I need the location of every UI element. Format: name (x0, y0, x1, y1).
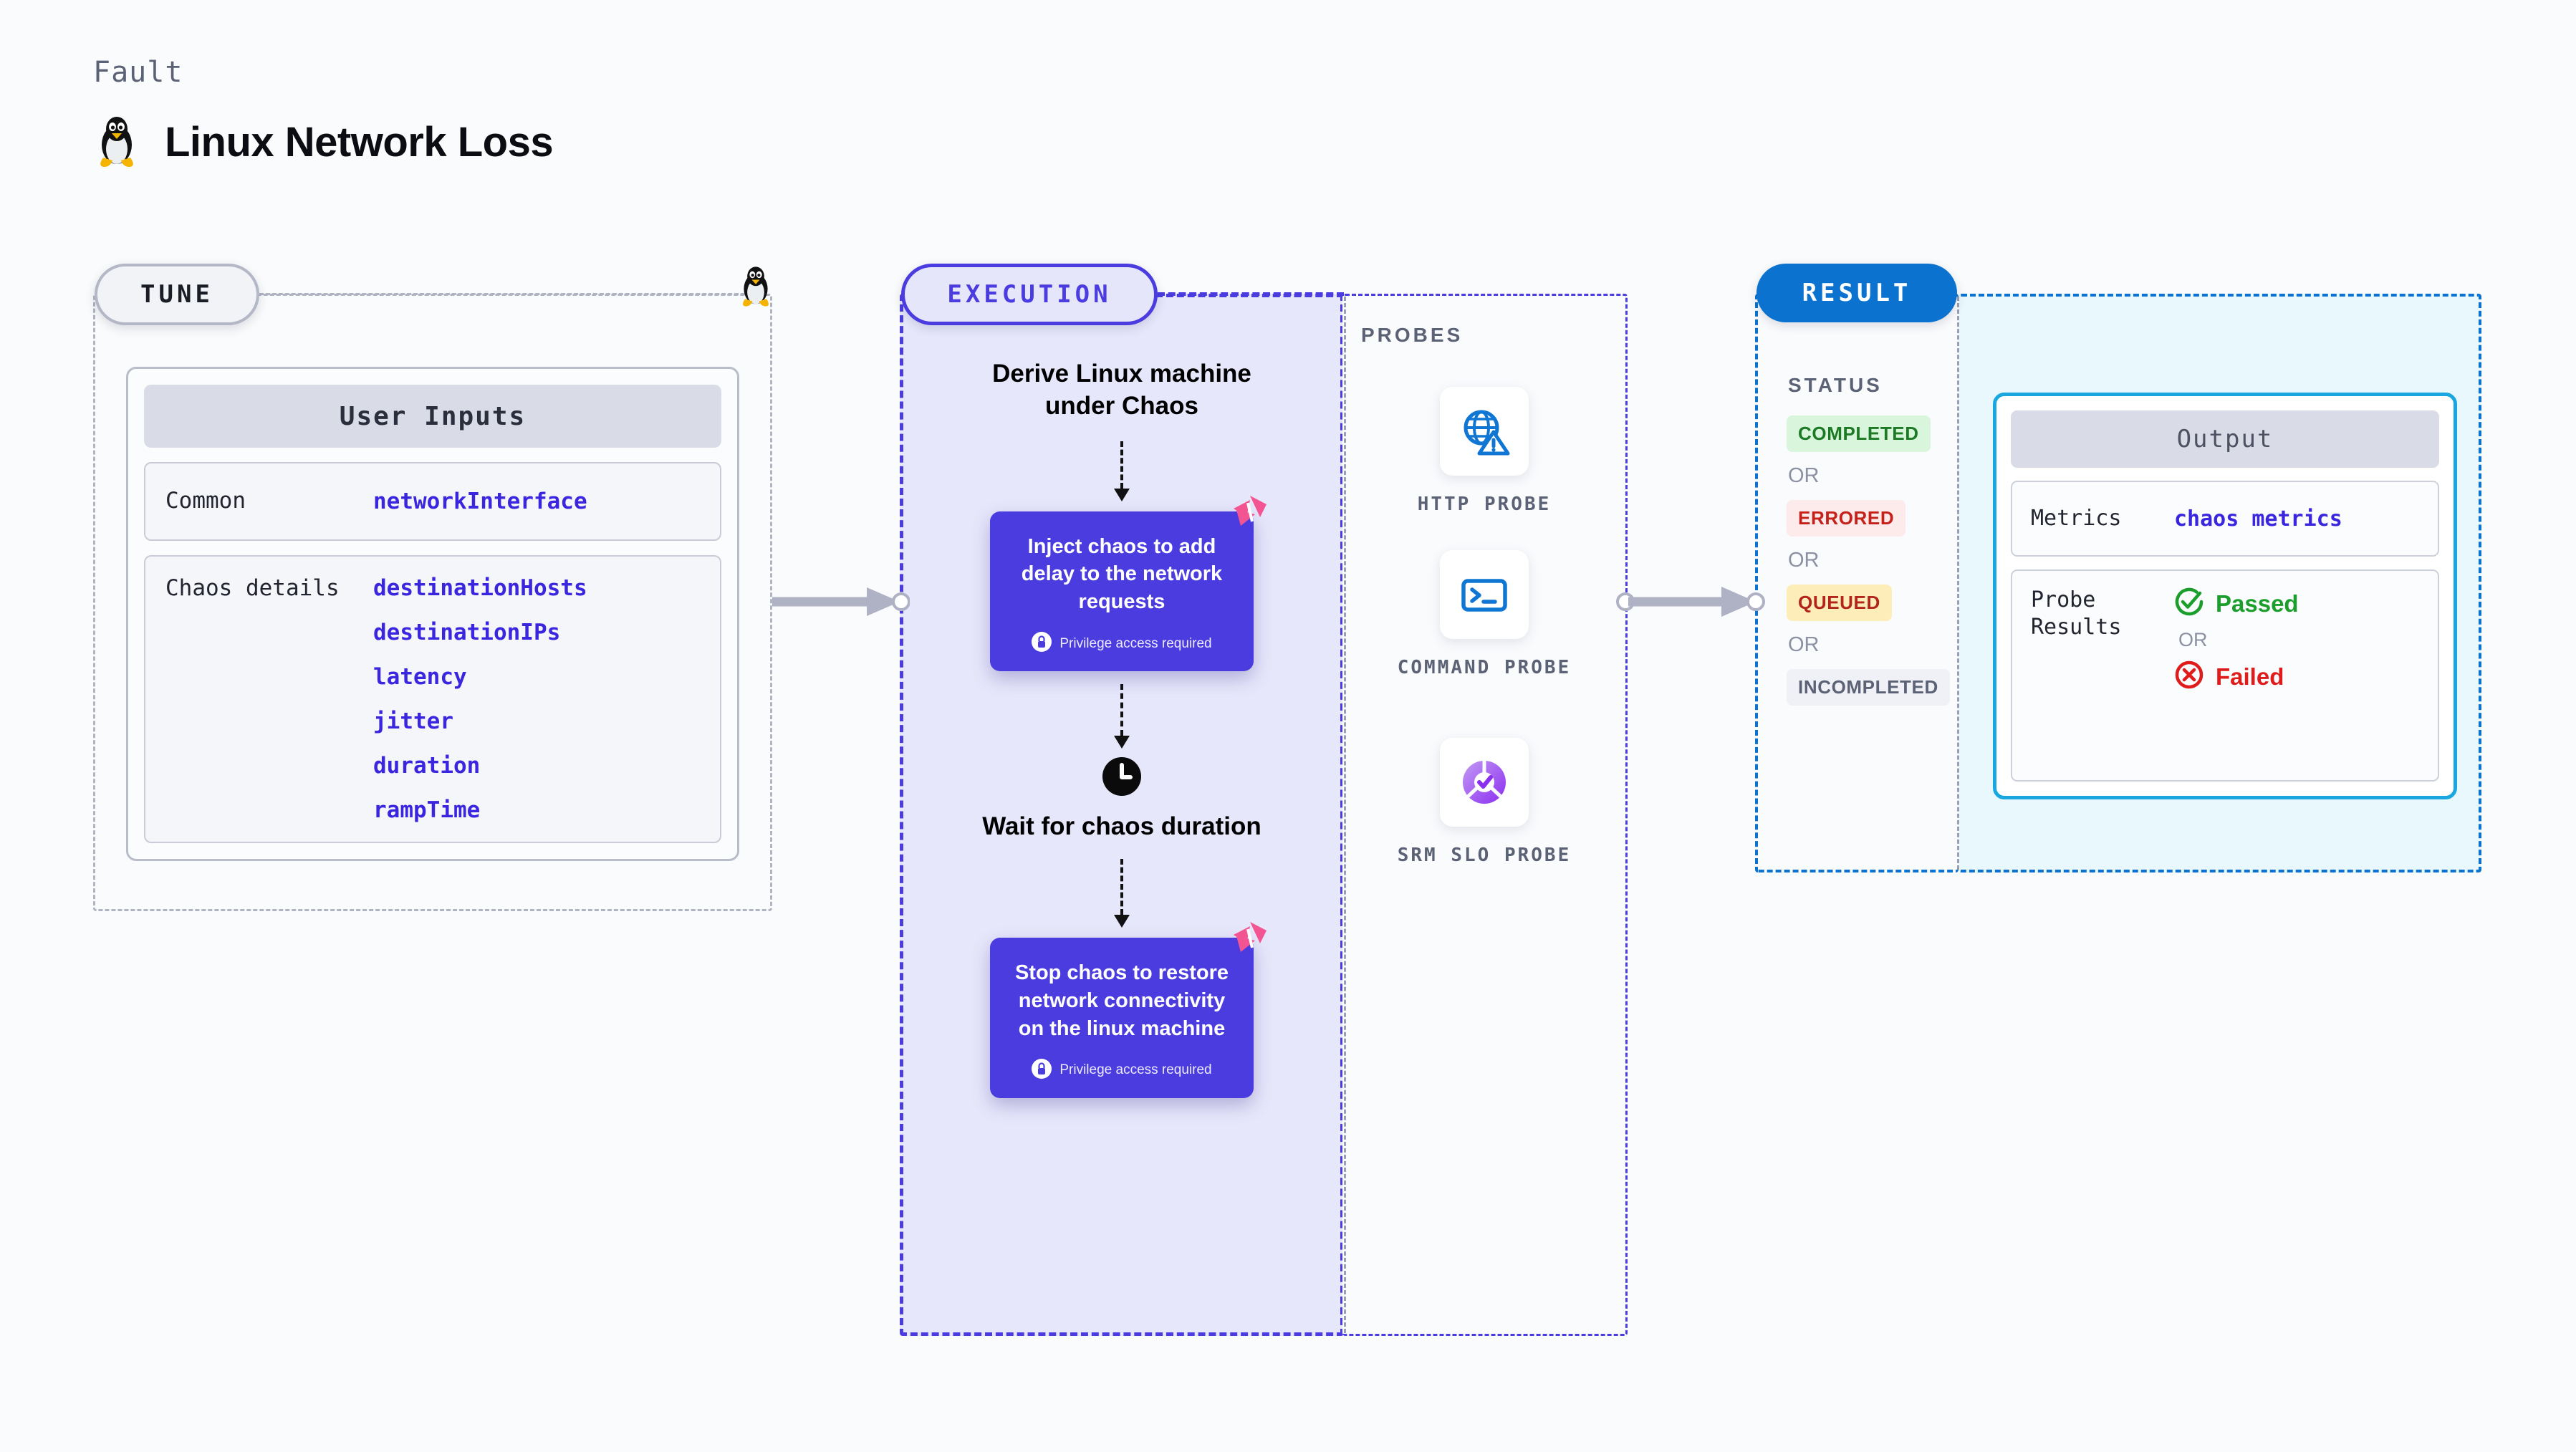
flow-arrow (1114, 441, 1130, 501)
tune-badge[interactable]: TUNE (95, 264, 259, 325)
probe-result-or: OR (2178, 629, 2208, 650)
status-badge-completed: COMPLETED (1787, 415, 1931, 452)
param-row-common: Common networkInterface (144, 462, 721, 541)
execution-top-connector (1158, 292, 1344, 296)
status-list: COMPLETED OR ERRORED OR QUEUED OR INCOMP… (1787, 415, 1966, 706)
result-badge[interactable]: RESULT (1756, 264, 1957, 322)
status-or: OR (1788, 633, 1820, 656)
param-value[interactable]: duration (373, 753, 481, 779)
output-value-metrics[interactable]: chaos metrics (2174, 506, 2342, 532)
probe-label: SRM SLO PROBE (1397, 845, 1572, 866)
output-label: Metrics (2031, 505, 2122, 531)
check-circle-icon (2174, 587, 2204, 620)
param-value[interactable]: networkInterface (373, 489, 587, 515)
output-card: Output Metrics chaos metrics Probe Resul… (1993, 393, 2457, 799)
param-value[interactable]: destinationIPs (373, 620, 561, 645)
flow-arrow (1114, 858, 1130, 928)
lock-icon (1032, 632, 1052, 655)
linux-penguin-icon (95, 115, 139, 169)
probe-label: HTTP PROBE (1417, 494, 1552, 515)
flow-step-wait-duration: Wait for chaos duration (982, 812, 1261, 841)
privilege-notice: Privilege access required (1009, 1058, 1235, 1082)
param-label: Chaos details (165, 575, 340, 601)
param-row-chaos-details: Chaos details destinationHosts destinati… (144, 555, 721, 843)
privilege-text: Privilege access required (1059, 635, 1212, 651)
flow-step-derive-machine: Derive Linux machine under Chaos (992, 360, 1251, 420)
param-values: networkInterface (373, 489, 587, 514)
globe-warning-icon (1440, 387, 1529, 476)
result-divider (1957, 297, 1959, 870)
probe-result-passed: Passed (2174, 587, 2299, 620)
probe-item-http[interactable]: HTTP PROBE (1388, 387, 1581, 518)
param-value[interactable]: latency (373, 664, 467, 690)
slo-gauge-check-icon (1440, 738, 1529, 827)
privilege-text: Privilege access required (1059, 1062, 1212, 1078)
probe-result-values: Passed OR Failed (2174, 587, 2299, 693)
connector-execution-to-result (1616, 587, 1765, 617)
probe-item-srm-slo[interactable]: SRM SLO PROBE (1388, 738, 1581, 869)
tune-linux-penguin-icon (738, 265, 774, 312)
output-title: Output (2011, 410, 2439, 468)
probe-result-failed: Failed (2174, 660, 2299, 693)
flow-step-inject-chaos-card[interactable]: Inject chaos to add delay to the network… (990, 495, 1267, 672)
status-badge-errored: ERRORED (1787, 500, 1906, 537)
privilege-notice: Privilege access required (1009, 632, 1235, 655)
probes-divider (1344, 297, 1346, 1333)
probe-failed-label: Failed (2216, 663, 2284, 690)
tune-top-connector (259, 293, 758, 295)
param-value[interactable]: jitter (373, 708, 453, 734)
output-row-metrics: Metrics chaos metrics (2011, 481, 2439, 557)
user-inputs-title: User Inputs (144, 385, 721, 448)
page-header: Linux Network Loss (95, 115, 554, 169)
probe-passed-label: Passed (2216, 590, 2299, 617)
execution-badge[interactable]: EXECUTION (901, 264, 1158, 325)
lock-icon (1032, 1058, 1052, 1082)
page-title: Linux Network Loss (165, 118, 554, 165)
execution-flow: Derive Linux machine under Chaos Inject … (900, 358, 1344, 1098)
status-or: OR (1788, 549, 1820, 572)
status-or: OR (1788, 464, 1820, 487)
param-values: destinationHosts destinationIPs latency … (373, 575, 587, 823)
param-label: Common (165, 488, 246, 514)
param-value[interactable]: destinationHosts (373, 575, 587, 601)
status-label: STATUS (1788, 374, 1883, 396)
param-value[interactable]: rampTime (373, 797, 481, 823)
litmus-logo-icon (1231, 919, 1269, 961)
flow-arrow (1114, 684, 1130, 749)
clock-icon (1101, 756, 1143, 801)
card-text: Stop chaos to restore network connectivi… (1014, 961, 1229, 1040)
page-kicker: Fault (93, 56, 183, 89)
terminal-icon (1440, 550, 1529, 639)
probe-label: COMMAND PROBE (1397, 657, 1572, 678)
user-inputs-card: User Inputs Common networkInterface Chao… (126, 367, 739, 861)
status-badge-incompleted: INCOMPLETED (1787, 669, 1950, 706)
litmus-logo-icon (1231, 493, 1269, 535)
card-text: Inject chaos to add delay to the network… (1021, 534, 1223, 614)
x-circle-icon (2174, 660, 2204, 693)
connector-tune-to-execution (772, 587, 910, 616)
probes-label: PROBES (1361, 324, 1464, 346)
flow-step-stop-chaos-card[interactable]: Stop chaos to restore network connectivi… (990, 921, 1267, 1098)
probe-item-command[interactable]: COMMAND PROBE (1388, 550, 1581, 681)
status-badge-queued: QUEUED (1787, 585, 1892, 621)
output-label: Probe Results (2031, 587, 2122, 640)
output-row-probe-results: Probe Results Passed OR (2011, 569, 2439, 782)
